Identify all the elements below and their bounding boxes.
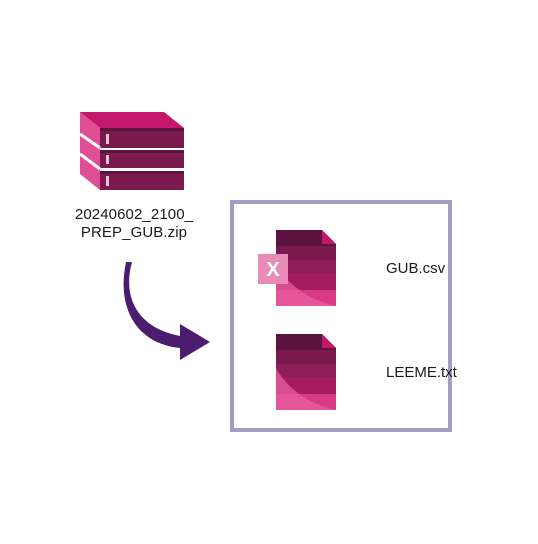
zip-archive-icon — [74, 98, 192, 198]
file-name-leeme-txt: LEEME.txt — [386, 363, 457, 381]
extract-arrow-icon — [118, 258, 218, 362]
archive-contents-box: X GUB.csv LEEME.txt — [230, 200, 457, 432]
file-name-gub-csv: GUB.csv — [386, 259, 446, 277]
excel-badge-letter: X — [266, 259, 280, 281]
zip-filename-line2: PREP_GUB.zip — [80, 224, 188, 241]
zip-filename: 20240602_2100_ PREP_GUB.zip — [50, 206, 218, 242]
zip-filename-line1: 20240602_2100_ — [74, 206, 194, 223]
excel-csv-file-icon: X — [258, 228, 338, 308]
file-row-gub-csv[interactable]: X GUB.csv — [234, 228, 445, 308]
file-row-leeme-txt[interactable]: LEEME.txt — [234, 332, 457, 412]
text-file-icon — [258, 332, 338, 412]
